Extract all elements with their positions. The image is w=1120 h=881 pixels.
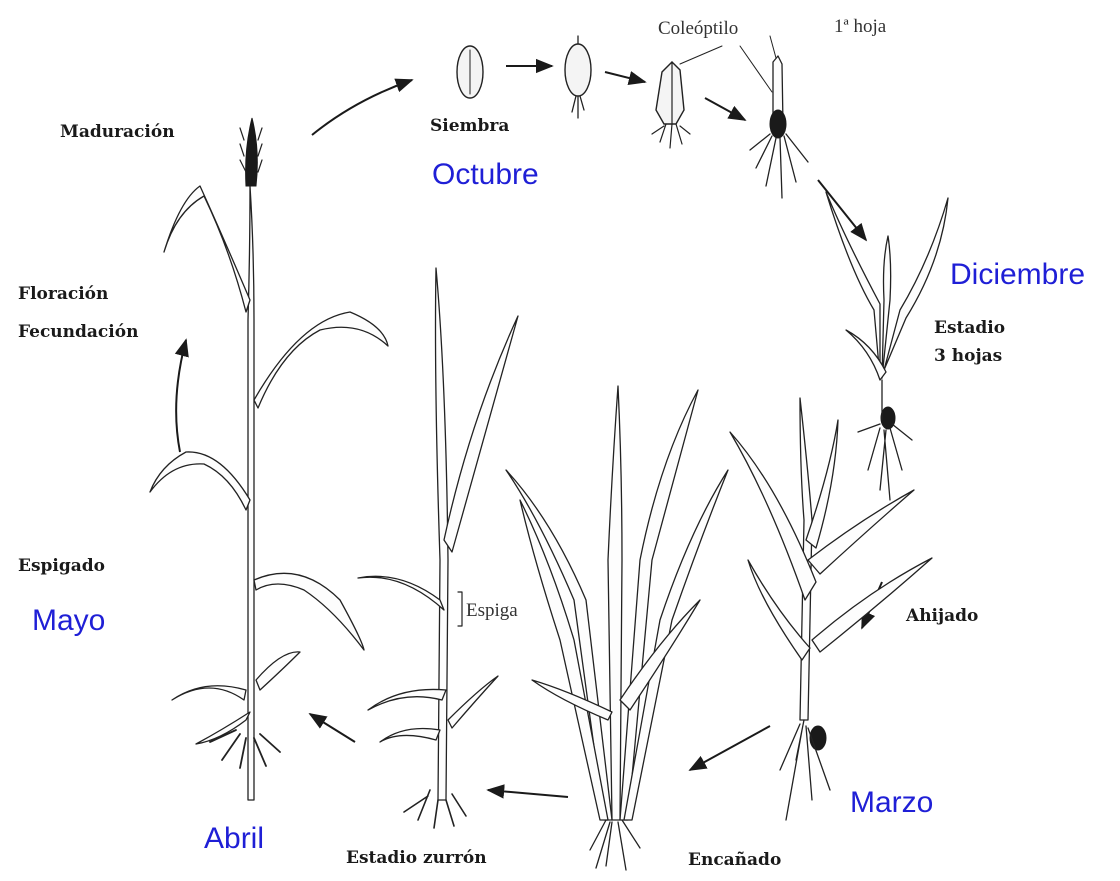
stage-label-estadio-zurron: Estadio zurrón [346, 848, 487, 868]
three-leaf-plant-illustration [826, 192, 948, 500]
month-label-marzo: Marzo [850, 786, 933, 820]
month-label-diciembre: Diciembre [950, 258, 1085, 292]
mature-plant-illustration [150, 118, 388, 800]
arrow-encanado-to-zurron [488, 790, 568, 797]
arrow-seed-3-to-4 [705, 98, 745, 120]
arrow-espigado-to-floracion [176, 340, 186, 452]
annotation-coleoptilo: Coleóptilo [658, 18, 738, 40]
coleoptile-seedling-icon [652, 62, 690, 148]
stage-label-maduracion: Maduración [60, 122, 175, 142]
stage-label-encanado: Encañado [688, 850, 781, 870]
stage-label-siembra: Siembra [430, 116, 509, 136]
stage-label-floracion: Floración [18, 284, 108, 304]
stage-label-ahijado: Ahijado [906, 606, 978, 626]
stage-label-3-hojas: 3 hojas [934, 346, 1002, 366]
month-label-abril: Abril [204, 822, 264, 856]
month-label-octubre: Octubre [432, 158, 539, 192]
germinating-seed-icon [565, 36, 591, 118]
seed-icon [457, 46, 483, 98]
tillering-plant-illustration [730, 398, 932, 820]
annotation-espiga: Espiga [466, 600, 518, 622]
arrow-zurron-to-espigado [310, 714, 355, 742]
annotation-primera-hoja: 1ª hoja [834, 16, 886, 38]
boot-stage-plant-illustration [358, 268, 518, 828]
first-leaf-seedling-icon [750, 56, 808, 198]
stem-elongation-plant-illustration [506, 386, 728, 870]
arrow-maduracion-to-siembra [312, 80, 412, 135]
stage-label-espigado: Espigado [18, 556, 105, 576]
coleoptilo-leader-lines [680, 36, 776, 92]
arrow-seed-2-to-3 [605, 72, 645, 82]
stage-label-estadio: Estadio [934, 318, 1005, 338]
arrow-ahijado-to-encanado [690, 726, 770, 770]
stage-label-fecundacion: Fecundación [18, 322, 138, 342]
month-label-mayo: Mayo [32, 604, 105, 638]
